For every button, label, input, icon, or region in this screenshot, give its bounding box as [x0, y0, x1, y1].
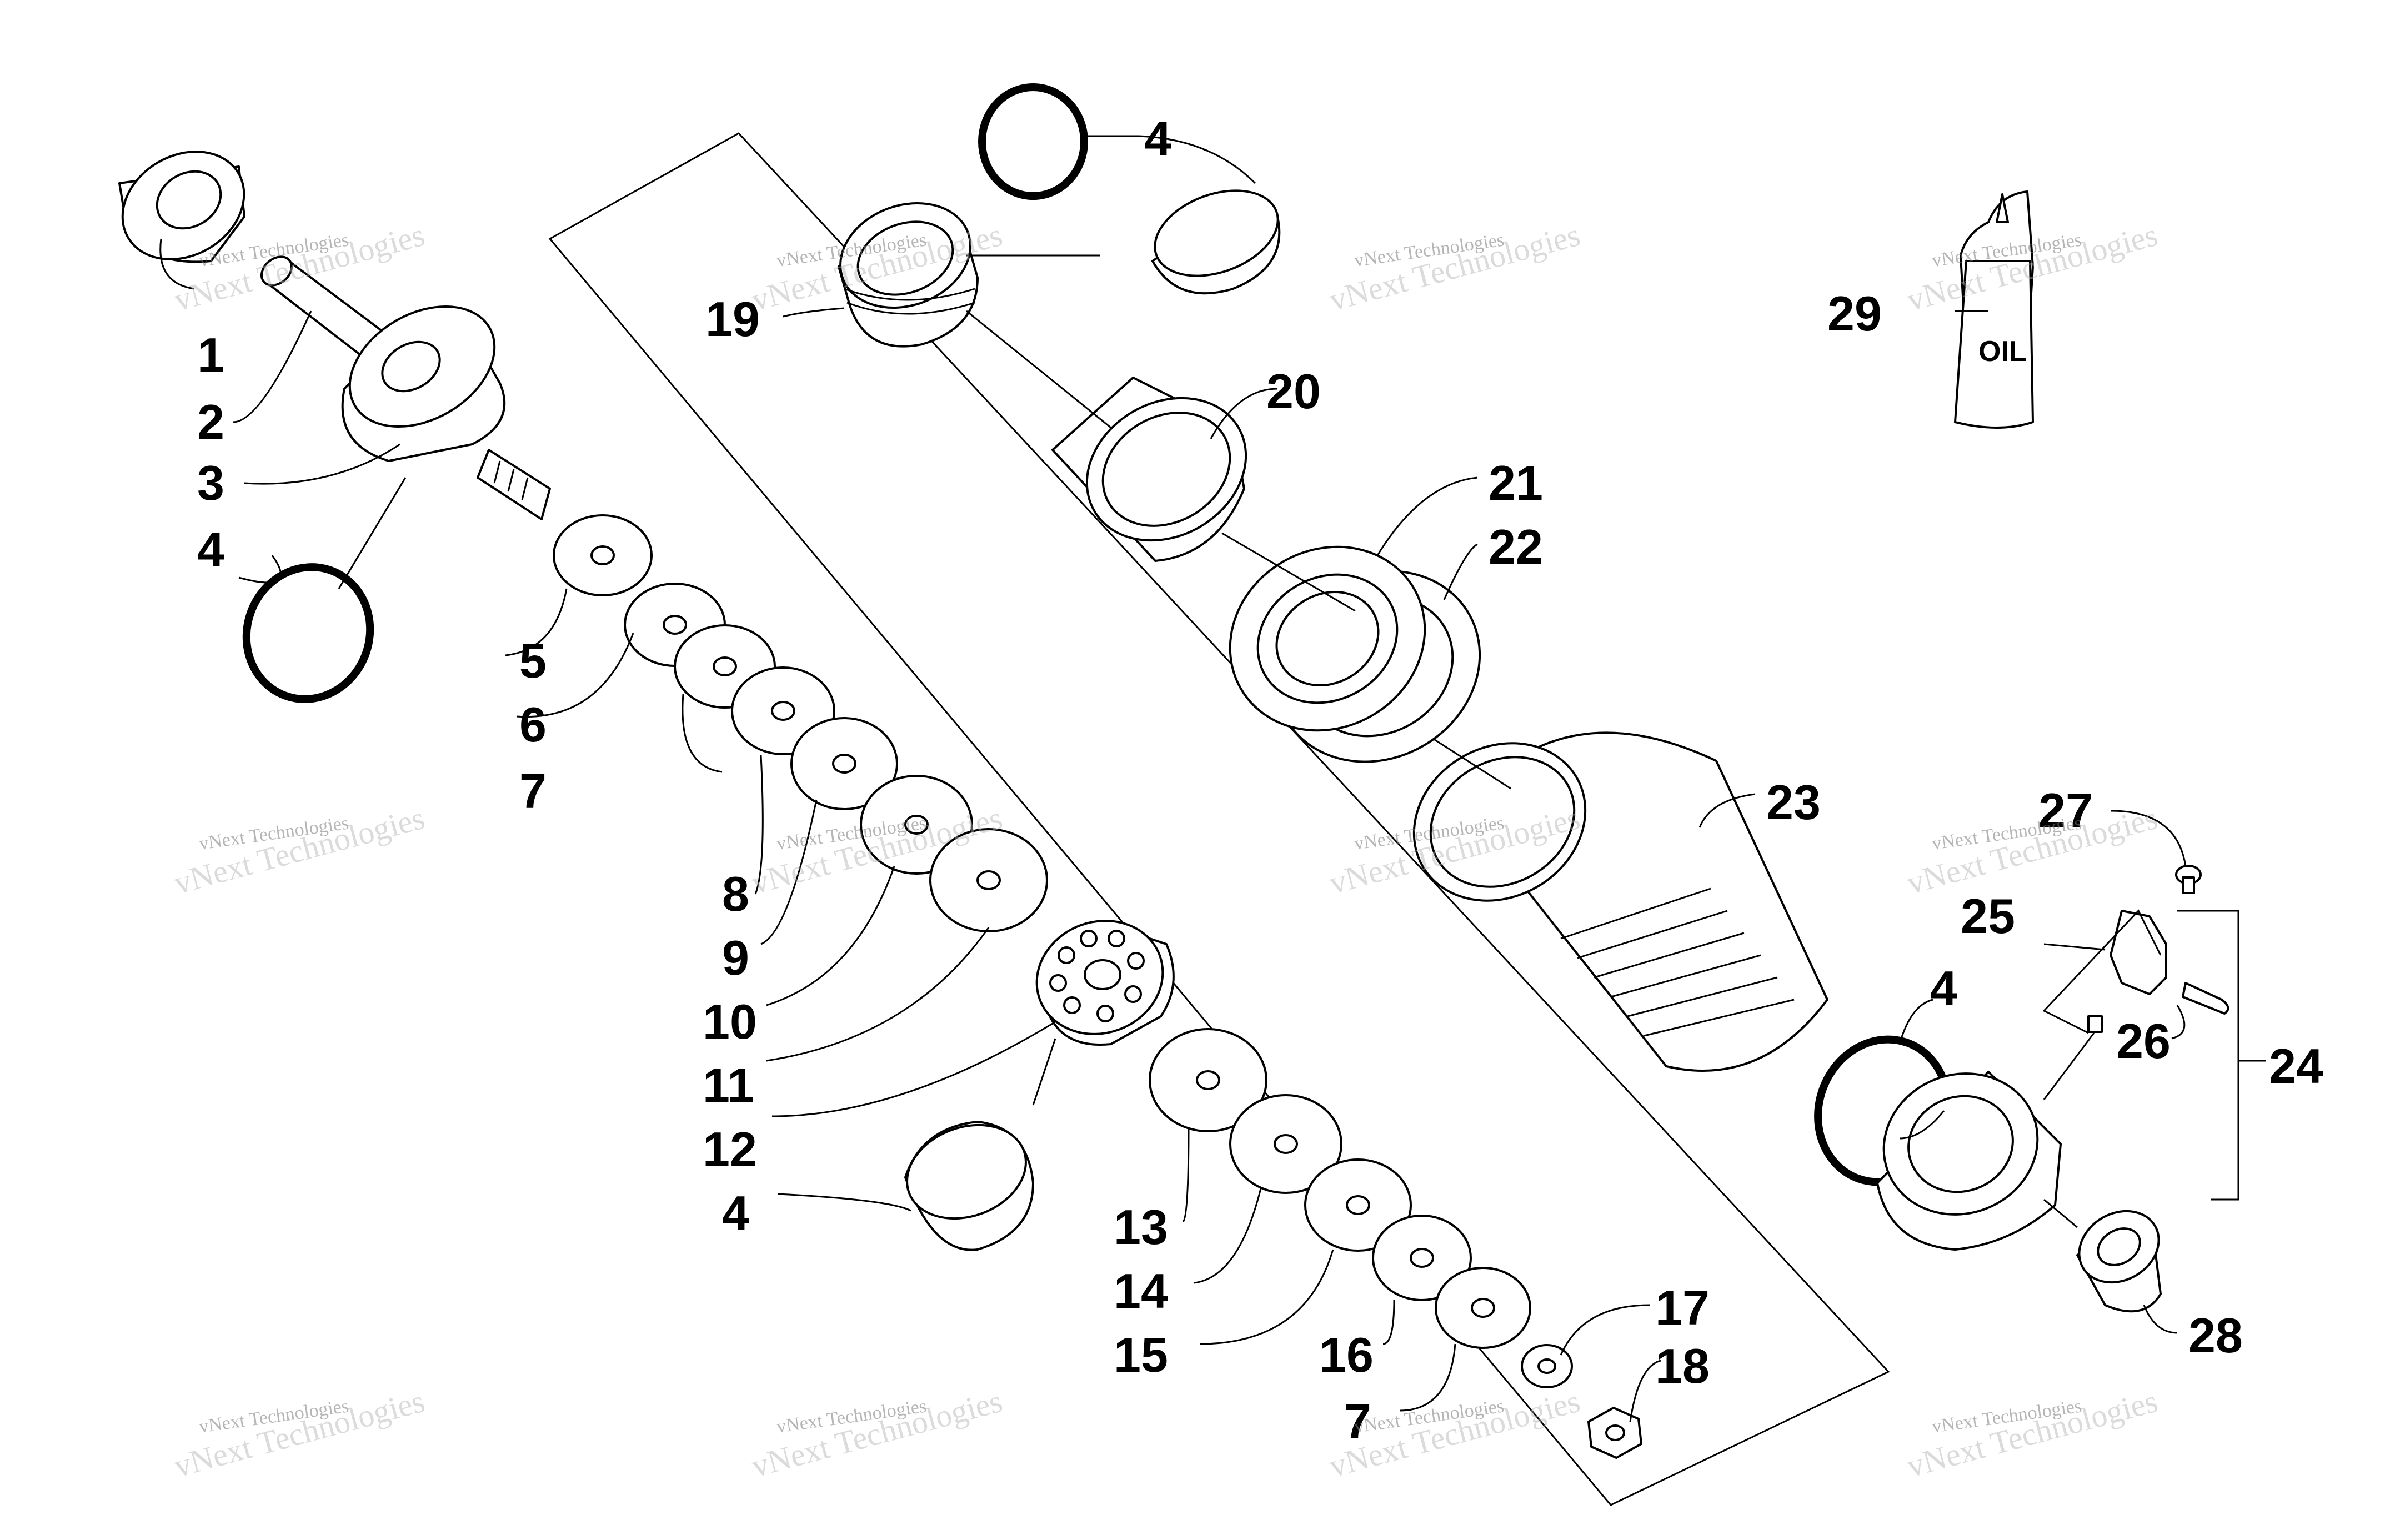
callout-27: 27	[2038, 783, 2093, 838]
callout-21: 21	[1489, 455, 1543, 510]
callout-7-upper: 7	[519, 764, 547, 819]
watermark: vNext Technologies vNext Technologies	[1326, 217, 1584, 318]
part-3-eyelet	[341, 305, 551, 520]
watermark: vNext Technologies vNext Technologies	[171, 1383, 429, 1484]
part-29-oil-bottle: OIL	[1954, 190, 2034, 429]
part-23-body-tube	[1412, 731, 1828, 1072]
part-21-spring-adjuster	[1229, 545, 1426, 732]
leader-lines	[159, 135, 2266, 1422]
callout-20: 20	[1266, 364, 1321, 419]
callout-15: 15	[1114, 1327, 1168, 1382]
callout-2: 2	[197, 394, 224, 449]
callout-22: 22	[1489, 519, 1543, 574]
part-19-bearing	[838, 202, 979, 348]
part-24-reservoir-body	[1876, 1071, 2062, 1251]
part-28-bushing	[2076, 1210, 2162, 1313]
watermark: vNext Technologies vNext Technologies	[1903, 1383, 2162, 1484]
callout-19: 19	[705, 292, 760, 347]
callout-3: 3	[197, 455, 224, 510]
part-12-piston	[1035, 920, 1175, 1046]
part-4-o-ring-left	[242, 563, 374, 703]
part-4-o-ring-top	[978, 83, 1088, 200]
part-1-bushing	[118, 151, 245, 263]
callout-13: 13	[1114, 1200, 1168, 1255]
watermark: vNext Technologies vNext Technologies	[748, 1383, 1006, 1484]
part-20-sleeve	[1051, 377, 1247, 562]
callout-25: 25	[1961, 889, 2015, 944]
callout-23: 23	[1766, 775, 1821, 830]
shim-stack-lower	[1149, 1028, 1531, 1349]
callout-17: 17	[1655, 1280, 1710, 1335]
callout-12: 12	[703, 1122, 757, 1177]
callout-10: 10	[703, 994, 757, 1049]
callout-18: 18	[1655, 1338, 1710, 1393]
watermark: vNext Technologies vNext Technologies	[1903, 217, 2162, 318]
callout-24: 24	[2269, 1039, 2323, 1093]
callout-8: 8	[722, 866, 749, 921]
callout-4-right: 4	[1930, 961, 1957, 1016]
callout-7-lower: 7	[1344, 1394, 1371, 1449]
callout-26: 26	[2116, 1014, 2171, 1069]
callout-29: 29	[1827, 286, 1882, 341]
part-18-nut	[1587, 1407, 1642, 1459]
callout-9: 9	[722, 930, 749, 985]
part-26-spring	[2182, 982, 2229, 1015]
callout-5: 5	[519, 633, 547, 688]
callout-11: 11	[703, 1058, 754, 1113]
oil-bottle-label: OIL	[1978, 335, 2027, 368]
shim-stack-upper	[553, 514, 1048, 932]
callout-28: 28	[2188, 1308, 2243, 1363]
callout-numbers: 1 2 3 4 5 6 7 8 9 10 11 12 4 13 14 15 16…	[197, 111, 2323, 1449]
part-17-washer	[1521, 1344, 1573, 1388]
callout-14: 14	[1114, 1263, 1168, 1318]
part-25-valve	[2087, 910, 2167, 1033]
callout-16: 16	[1319, 1327, 1374, 1382]
watermark: vNext Technologies vNext Technologies	[171, 800, 429, 901]
callout-4-left: 4	[197, 522, 224, 577]
callout-4-top: 4	[1144, 111, 1171, 166]
part-4-piston-band	[904, 1121, 1034, 1251]
watermark: vNext Technologies vNext Technologies	[1903, 800, 2162, 901]
part-4-band-top	[1151, 189, 1281, 295]
callout-4-band: 4	[722, 1186, 749, 1241]
part-27-screw	[2175, 865, 2202, 894]
callout-6: 6	[519, 697, 547, 752]
callout-1: 1	[197, 328, 224, 383]
